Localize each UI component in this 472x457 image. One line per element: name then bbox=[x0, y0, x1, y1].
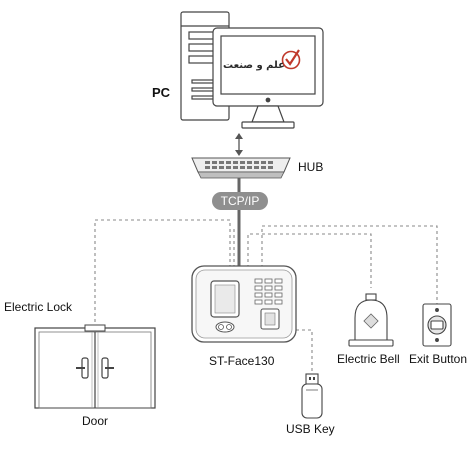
monitor-logo: علم و صنعت bbox=[223, 49, 301, 71]
pc-hub-arrow bbox=[235, 133, 243, 156]
device-label: ST-Face130 bbox=[209, 354, 275, 368]
tcp-ip-badge: TCP/IP bbox=[212, 192, 268, 210]
usb-key-icon bbox=[301, 373, 323, 419]
hub-label: HUB bbox=[298, 160, 324, 174]
electric-bell-label: Electric Bell bbox=[337, 352, 400, 366]
svg-text:علم و صنعت: علم و صنعت bbox=[223, 60, 285, 71]
face-terminal bbox=[191, 265, 297, 343]
exit-button-icon bbox=[422, 303, 452, 347]
dashed-wiring bbox=[94, 219, 438, 376]
exit-button-label: Exit Button bbox=[409, 352, 468, 366]
door-label: Door bbox=[82, 414, 109, 428]
pc-label: PC bbox=[152, 85, 171, 100]
electric-lock bbox=[84, 324, 106, 332]
door bbox=[34, 327, 156, 409]
electric-lock-label: Electric Lock bbox=[4, 300, 73, 314]
usb-key-label: USB Key bbox=[286, 422, 335, 436]
hub-switch bbox=[191, 157, 291, 179]
electric-bell-icon bbox=[348, 293, 394, 347]
